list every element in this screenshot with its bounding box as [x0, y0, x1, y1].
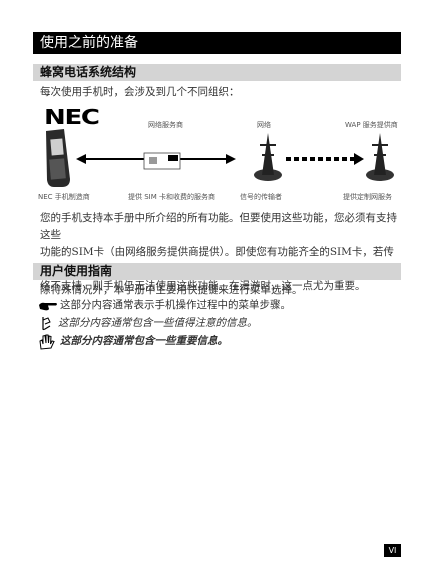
list-item-text: 这部分内容通常表示手机操作过程中的菜单步骤。 — [60, 299, 291, 311]
section-heading-user-guide: 用户使用指南 — [33, 263, 401, 280]
paragraph-line: 络不支持，则手机仍无法使用这些功能。在漫游时，这一点尤为重要。 — [40, 280, 366, 292]
dashed-arrow-icon — [286, 153, 364, 165]
label-sim-provider: 提供 SIM 卡和收费的服务商 — [128, 193, 215, 201]
body-paragraph: 您的手机支持本手册中所介绍的所有功能。但要使用这些功能，您必须有支持这些 功能的… — [40, 210, 402, 295]
tower-icon — [254, 133, 282, 181]
pointing-hand-icon — [39, 302, 57, 311]
label-network-provider: 网络服务商 — [148, 121, 183, 129]
page-title: 使用之前的准备 — [33, 32, 401, 54]
diagram-graphic — [46, 129, 394, 187]
label-network: 网络 — [257, 121, 271, 129]
nec-logo: NEC — [44, 105, 100, 129]
section-intro: 除特殊情况外，本手册中主要用快捷键来进行菜单选择。 — [40, 284, 303, 296]
tower-icon — [366, 133, 394, 181]
list-item-text: 这部分内容通常包含一些重要信息。 — [60, 335, 228, 347]
page-number: VI — [384, 544, 401, 557]
warning-hand-icon — [39, 334, 55, 350]
label-wap-service: 提供定制网服务 — [343, 193, 392, 201]
phone-icon — [46, 129, 70, 187]
paragraph-line: 您的手机支持本手册中所介绍的所有功能。但要使用这些功能，您必须有支持这些 — [40, 212, 397, 241]
label-transmitter: 信号的传输者 — [240, 193, 282, 201]
label-wap-provider: WAP 服务提供商 — [345, 121, 398, 129]
label-manufacturer: NEC 手机制造商 — [38, 193, 90, 201]
note-icon — [42, 317, 51, 331]
sim-card-icon — [143, 152, 181, 170]
list-item-text: 这部分内容通常包含一些值得注意的信息。 — [58, 317, 258, 329]
section-intro: 每次使用手机时，会涉及到几个不同组织： — [40, 86, 240, 98]
section-heading-system-structure: 蜂窝电话系统结构 — [33, 64, 401, 81]
